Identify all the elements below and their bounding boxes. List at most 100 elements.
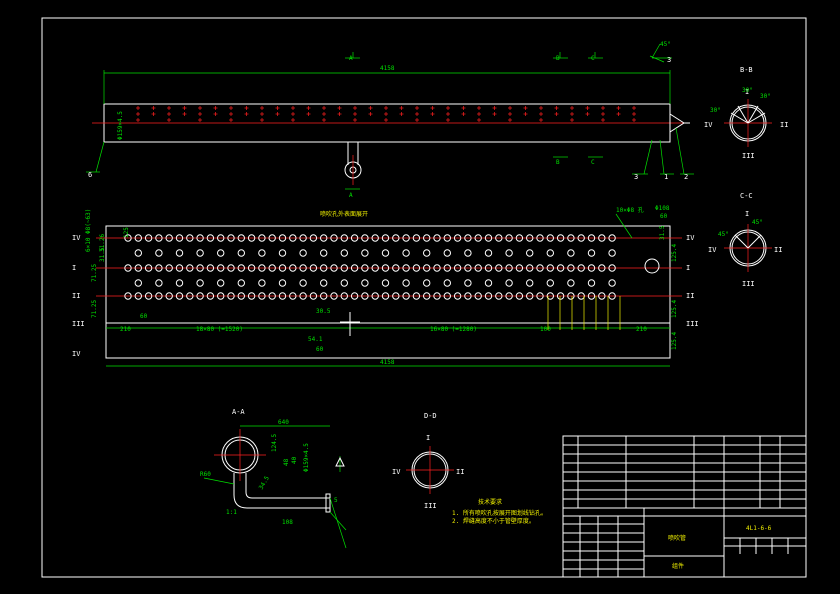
spray-hole [381,292,390,300]
spray-hole [608,292,616,300]
spray-hole [330,234,338,242]
top-hole-mark [585,106,590,110]
spray-hole [453,292,462,300]
view-bb-pos-2: II [780,121,788,129]
spray-hole [289,234,297,242]
row-label-iii: III [72,320,85,328]
spray-hole [320,264,328,272]
view-cc-pos-1: I [745,210,749,218]
spray-hole [556,234,565,242]
top-hole-mark [275,112,280,116]
view-dd-pos-4: IV [392,468,401,476]
top-hole-mark [523,112,528,116]
view-aa-dim-r60: R60 [200,471,211,478]
title-block: 喷吹管 组件 4L1-6-6 [562,435,807,578]
top-hole-mark [322,112,326,116]
view-bb-pos-3: III [742,152,755,160]
spray-hole [247,264,256,272]
view-dd-title: D-D [424,412,437,420]
top-hole-mark [554,112,559,116]
technical-notes: 技术要求 1. 所有喷吹孔按展开图划线钻孔。 2. 焊缝高度不小于管壁厚度。 [452,498,547,525]
spray-hole [464,279,472,287]
spray-hole [608,234,616,242]
hole-note: 10×Φ8 孔 [616,206,644,214]
spray-hole [175,292,184,300]
spray-hole [423,279,431,287]
spray-hole [320,234,328,242]
spray-hole [134,292,143,300]
view-cc-title: C-C [740,192,753,200]
spray-hole [196,264,204,272]
spray-hole [412,234,421,242]
spray-hole [340,249,348,257]
spray-hole [567,279,575,287]
spray-hole [186,264,194,272]
spray-hole [526,249,534,257]
spray-hole [186,292,194,300]
spray-hole [361,234,369,242]
spray-hole [484,264,493,272]
spray-hole [526,264,534,272]
spray-hole [443,292,451,300]
spray-hole [320,292,328,300]
spray-hole [217,279,225,287]
top-hole-mark [523,106,528,110]
spray-hole [196,292,204,300]
spray-hole [464,264,472,272]
section-mark-b-top: B [556,55,560,62]
view-aa-branch-bend-inner [245,473,330,499]
part-label-3-top: 3 [667,56,671,64]
spray-hole [515,234,524,242]
spray-hole [134,279,143,287]
top-hole-mark [446,112,450,116]
right-dim-hole: Φ108 [655,205,670,212]
left-dim-5: 31.26 [99,234,106,252]
development-length-dim: 4158 [380,359,395,366]
spray-hole [237,249,246,257]
view-bb-title: B-B [740,66,753,74]
spray-hole [526,292,534,300]
spray-hole [320,249,328,257]
top-hole-mark [508,118,512,122]
left-dim-top: 6×10 Φ8(~63) [85,209,92,252]
top-hole-mark [136,106,140,110]
spray-hole [361,279,369,287]
top-hole-mark [368,106,373,110]
view-bb-angle-3: 30° [760,93,771,100]
spray-hole [237,234,246,242]
view-bb-pos-4: IV [704,121,713,129]
spray-hole [258,249,266,257]
view-cc-angle-1: 45° [718,231,729,238]
spray-hole [134,234,143,242]
spray-hole [155,279,163,287]
top-hole-mark [415,112,419,116]
development-holes [124,234,616,300]
top-hole-mark [306,112,311,116]
top-hole-mark [461,112,466,116]
top-hole-mark [570,106,574,110]
top-hole-mark [632,112,636,116]
spray-hole [175,264,184,272]
top-hole-mark [151,112,156,116]
part-label-6: 6 [88,171,92,179]
view-aa-dim-5: 5 [334,497,338,504]
right-yellow-dims [547,296,621,330]
spray-hole [175,234,184,242]
top-hole-mark [384,106,388,110]
spray-hole [443,249,451,257]
spray-hole [175,279,184,287]
spray-hole [587,279,596,287]
top-hole-mark [477,118,481,122]
top-hole-mark [182,106,187,110]
spray-hole [278,234,287,242]
title-block-subtitle: 组件 [672,562,684,570]
spray-hole [278,279,287,287]
spray-hole [412,264,421,272]
view-cc: C-C I II III IV 45° 45° [708,192,782,288]
right-dim-2: 31.5 [659,225,666,240]
spray-hole [237,264,246,272]
top-hole-mark [539,118,543,122]
spray-hole [608,249,616,257]
notes-heading: 技术要求 [478,498,502,506]
